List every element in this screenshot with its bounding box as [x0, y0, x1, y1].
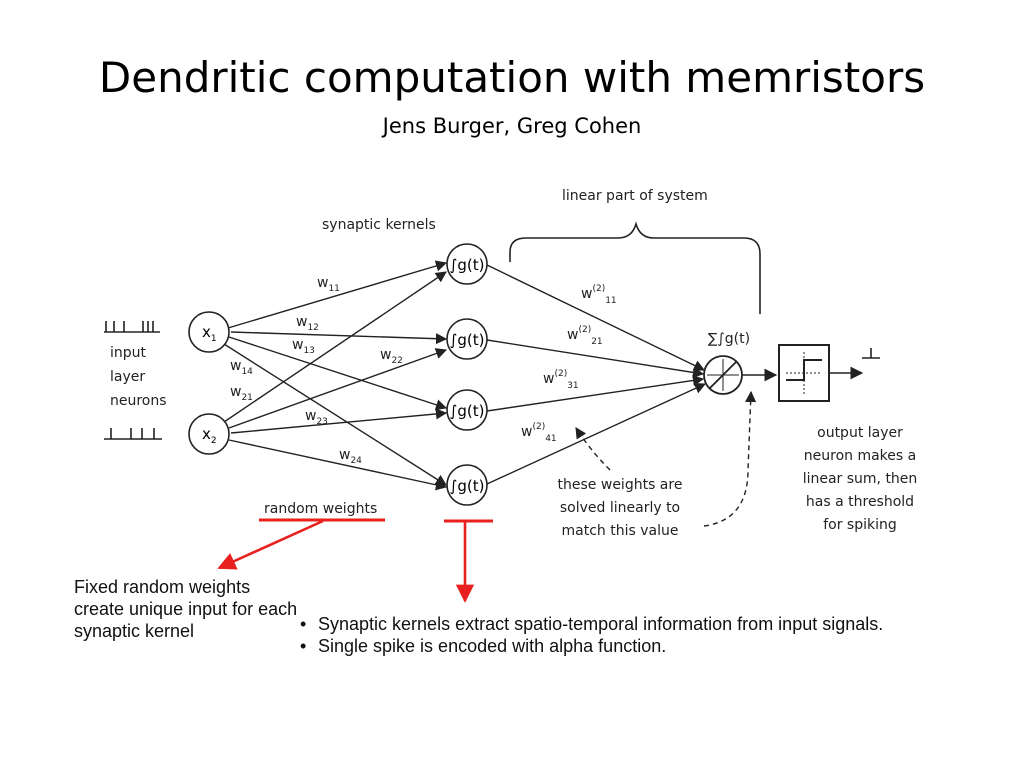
weight-w2-41: w(2)41 — [521, 422, 557, 444]
input-layer-label-3: neurons — [110, 393, 167, 409]
bullet-item: Synaptic kernels extract spatio-temporal… — [296, 613, 936, 635]
input-layer-label-2: layer — [110, 369, 145, 385]
synaptic-kernel-2: ∫g(t) — [446, 318, 488, 360]
synaptic-kernel-1: ∫g(t) — [446, 243, 488, 285]
weight-w2-31: w(2)31 — [543, 369, 579, 391]
svg-text:neuron makes a: neuron makes a — [804, 448, 916, 464]
weight-w12: w12 — [296, 314, 319, 333]
svg-text:match this value: match this value — [562, 523, 679, 539]
weights-note: these weights are solved linearly to mat… — [558, 477, 683, 539]
sum-kernel-label: ∑∫g(t) — [708, 331, 750, 347]
weight-w14: w14 — [230, 358, 253, 377]
random-weights-label: random weights — [264, 501, 377, 517]
weight-w2-11: w(2)11 — [581, 284, 617, 306]
input-neuron-1: x1 — [188, 311, 230, 353]
svg-text:linear sum, then: linear sum, then — [803, 471, 918, 487]
weight-w24: w24 — [339, 447, 362, 466]
weight-w2-21: w(2)21 — [567, 325, 603, 347]
weight-w21: w21 — [230, 384, 253, 403]
weight-w23: w23 — [305, 408, 328, 427]
random-weights-red-arrow — [217, 519, 324, 570]
svg-text:output layer: output layer — [817, 425, 903, 441]
output-note: output layer neuron makes a linear sum, … — [803, 425, 918, 533]
svg-text:∫g(t): ∫g(t) — [450, 331, 485, 349]
page-title: Dendritic computation with memristors — [98, 53, 926, 102]
linear-part-label: linear part of system — [562, 188, 708, 204]
synaptic-kernel-4: ∫g(t) — [446, 464, 488, 506]
svg-text:x2: x2 — [202, 425, 217, 446]
synaptic-kernel-3: ∫g(t) — [446, 389, 488, 431]
weight-w22: w22 — [380, 347, 403, 366]
input-layer-label-1: input — [110, 345, 147, 361]
page-subtitle: Jens Burger, Greg Cohen — [382, 114, 642, 138]
spike-train-1 — [104, 321, 160, 333]
svg-text:∫g(t): ∫g(t) — [450, 477, 485, 495]
svg-text:solved linearly to: solved linearly to — [560, 500, 680, 516]
svg-text:has a threshold: has a threshold — [806, 494, 914, 510]
svg-text:x1: x1 — [202, 323, 217, 344]
weights-note-arrow — [575, 427, 611, 471]
spike-train-2 — [104, 428, 162, 440]
output-sum-neuron — [703, 355, 743, 395]
synaptic-kernels-label: synaptic kernels — [322, 217, 436, 233]
linear-part-brace — [509, 221, 761, 314]
svg-text:for spiking: for spiking — [823, 517, 897, 533]
svg-text:∫g(t): ∫g(t) — [450, 402, 485, 420]
svg-text:∫g(t): ∫g(t) — [450, 256, 485, 274]
threshold-function-box — [778, 344, 830, 402]
weight-w13: w13 — [292, 337, 315, 356]
output-spike — [862, 348, 880, 359]
output-weight-connections — [486, 264, 707, 485]
match-value-arrow — [703, 390, 757, 527]
bullet-item: Single spike is encoded with alpha funct… — [296, 635, 936, 657]
random-weight-connections — [223, 260, 448, 491]
svg-text:these weights are: these weights are — [558, 477, 683, 493]
weight-w11: w11 — [317, 275, 340, 294]
input-neuron-2: x2 — [188, 413, 230, 455]
kernel-bullet-list: Synaptic kernels extract spatio-temporal… — [296, 613, 936, 657]
random-weights-note: Fixed random weights create unique input… — [74, 577, 298, 641]
